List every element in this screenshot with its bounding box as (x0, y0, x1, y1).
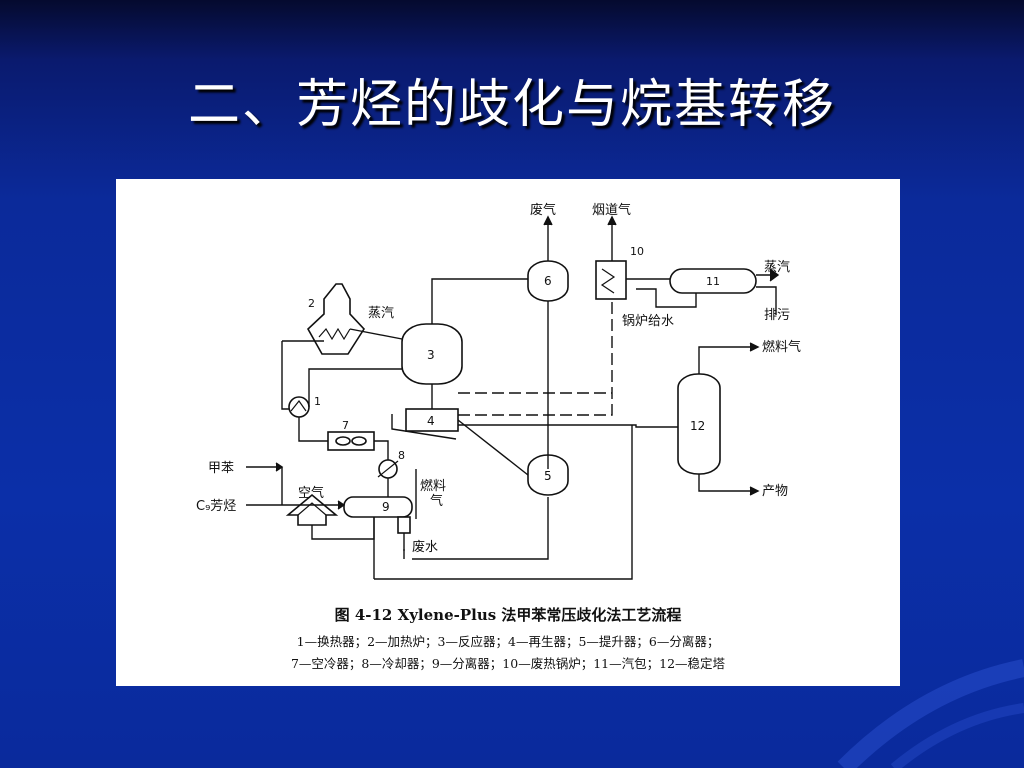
decorative-swoosh (837, 659, 1024, 768)
label-waste-gas: 废气 (530, 202, 556, 218)
label-n5: 5 (544, 469, 552, 483)
label-boiler-feed-water: 锅炉给水 (622, 313, 674, 329)
label-air: 空气 (298, 485, 324, 501)
flow-diagram: 废气 烟道气 蒸汽 排污 锅炉给水 蒸汽 燃料气 产物 甲苯 C₉芳烃 空气 燃… (196, 202, 801, 580)
label-n10: 10 (630, 245, 644, 258)
waste-heat-boiler-10 (595, 260, 627, 300)
separator-9 (343, 496, 413, 518)
label-n8: 8 (398, 449, 405, 462)
heater-2 (306, 283, 366, 355)
air-cooler-7 (327, 431, 375, 451)
label-product: 产物 (762, 484, 788, 499)
label-steam-left: 蒸汽 (368, 306, 394, 321)
label-toluene: 甲苯 (208, 461, 234, 476)
air-fan-unit (285, 493, 339, 526)
label-fuel-gas-mid-2: 气 (430, 493, 443, 509)
process-flow-figure: 废气 烟道气 蒸汽 排污 锅炉给水 蒸汽 燃料气 产物 甲苯 C₉芳烃 空气 燃… (116, 179, 900, 686)
slide-title: 二、芳烃的歧化与烷基转移 (187, 75, 836, 135)
steam-drum-11 (669, 268, 757, 294)
figure-caption-title: 图 4-12 Xylene-Plus 法甲苯常压歧化法工艺流程 (334, 606, 682, 624)
label-steam-top-right: 蒸汽 (764, 260, 790, 275)
label-flue-gas: 烟道气 (592, 202, 631, 218)
label-n12: 12 (690, 419, 705, 433)
piping (246, 215, 780, 580)
diagram-labels: 废气 烟道气 蒸汽 排污 锅炉给水 蒸汽 燃料气 产物 甲苯 C₉芳烃 空气 燃… (196, 202, 801, 555)
label-fuel-gas-right: 燃料气 (762, 339, 801, 355)
label-waste-water: 废水 (412, 539, 438, 555)
label-n9: 9 (382, 500, 390, 514)
figure-legend-line-2: 7—空冷器；8—冷却器；9—分离器；10—废热锅炉；11—汽包；12—稳定塔 (290, 656, 726, 671)
label-n2: 2 (308, 297, 315, 310)
label-fuel-gas-mid-1: 燃料 (420, 478, 446, 494)
label-blowdown: 排污 (764, 308, 790, 323)
label-n11: 11 (706, 275, 720, 288)
label-n4: 4 (427, 414, 435, 428)
label-n1: 1 (314, 395, 321, 408)
label-c9-aromatics: C₉芳烃 (196, 499, 236, 514)
heat-exchanger-1 (288, 396, 310, 418)
figure-legend-line-1: 1—换热器；2—加热炉；3—反应器；4—再生器；5—提升器；6—分离器； (296, 634, 720, 649)
label-n3: 3 (427, 348, 435, 362)
separator-6 (527, 260, 569, 302)
lifter-5 (527, 454, 569, 496)
label-n6: 6 (544, 274, 552, 288)
label-n7: 7 (342, 419, 349, 432)
